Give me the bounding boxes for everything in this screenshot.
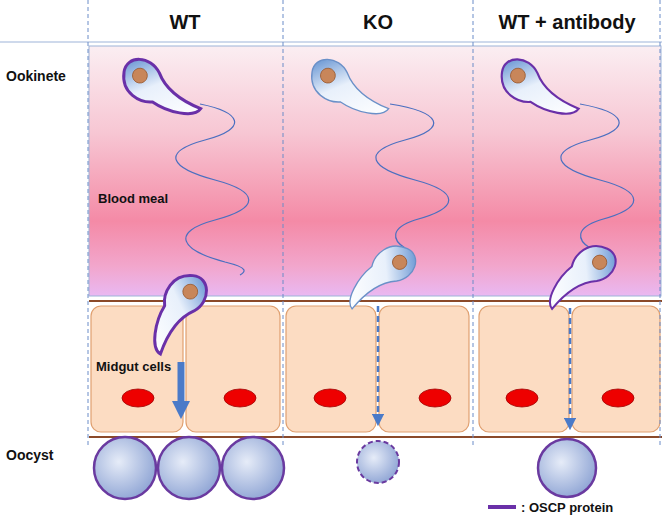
column-header: KO xyxy=(363,11,393,34)
column-header: WT + antibody xyxy=(498,11,635,34)
legend-sample xyxy=(488,505,516,509)
legend-text: : OSCP protein xyxy=(521,500,613,515)
row-label: Ookinete xyxy=(6,68,66,84)
column-header: WT xyxy=(169,11,200,34)
region-label: Blood meal xyxy=(98,191,168,206)
region-label: Midgut cells xyxy=(96,359,171,374)
row-label: Oocyst xyxy=(6,447,53,463)
